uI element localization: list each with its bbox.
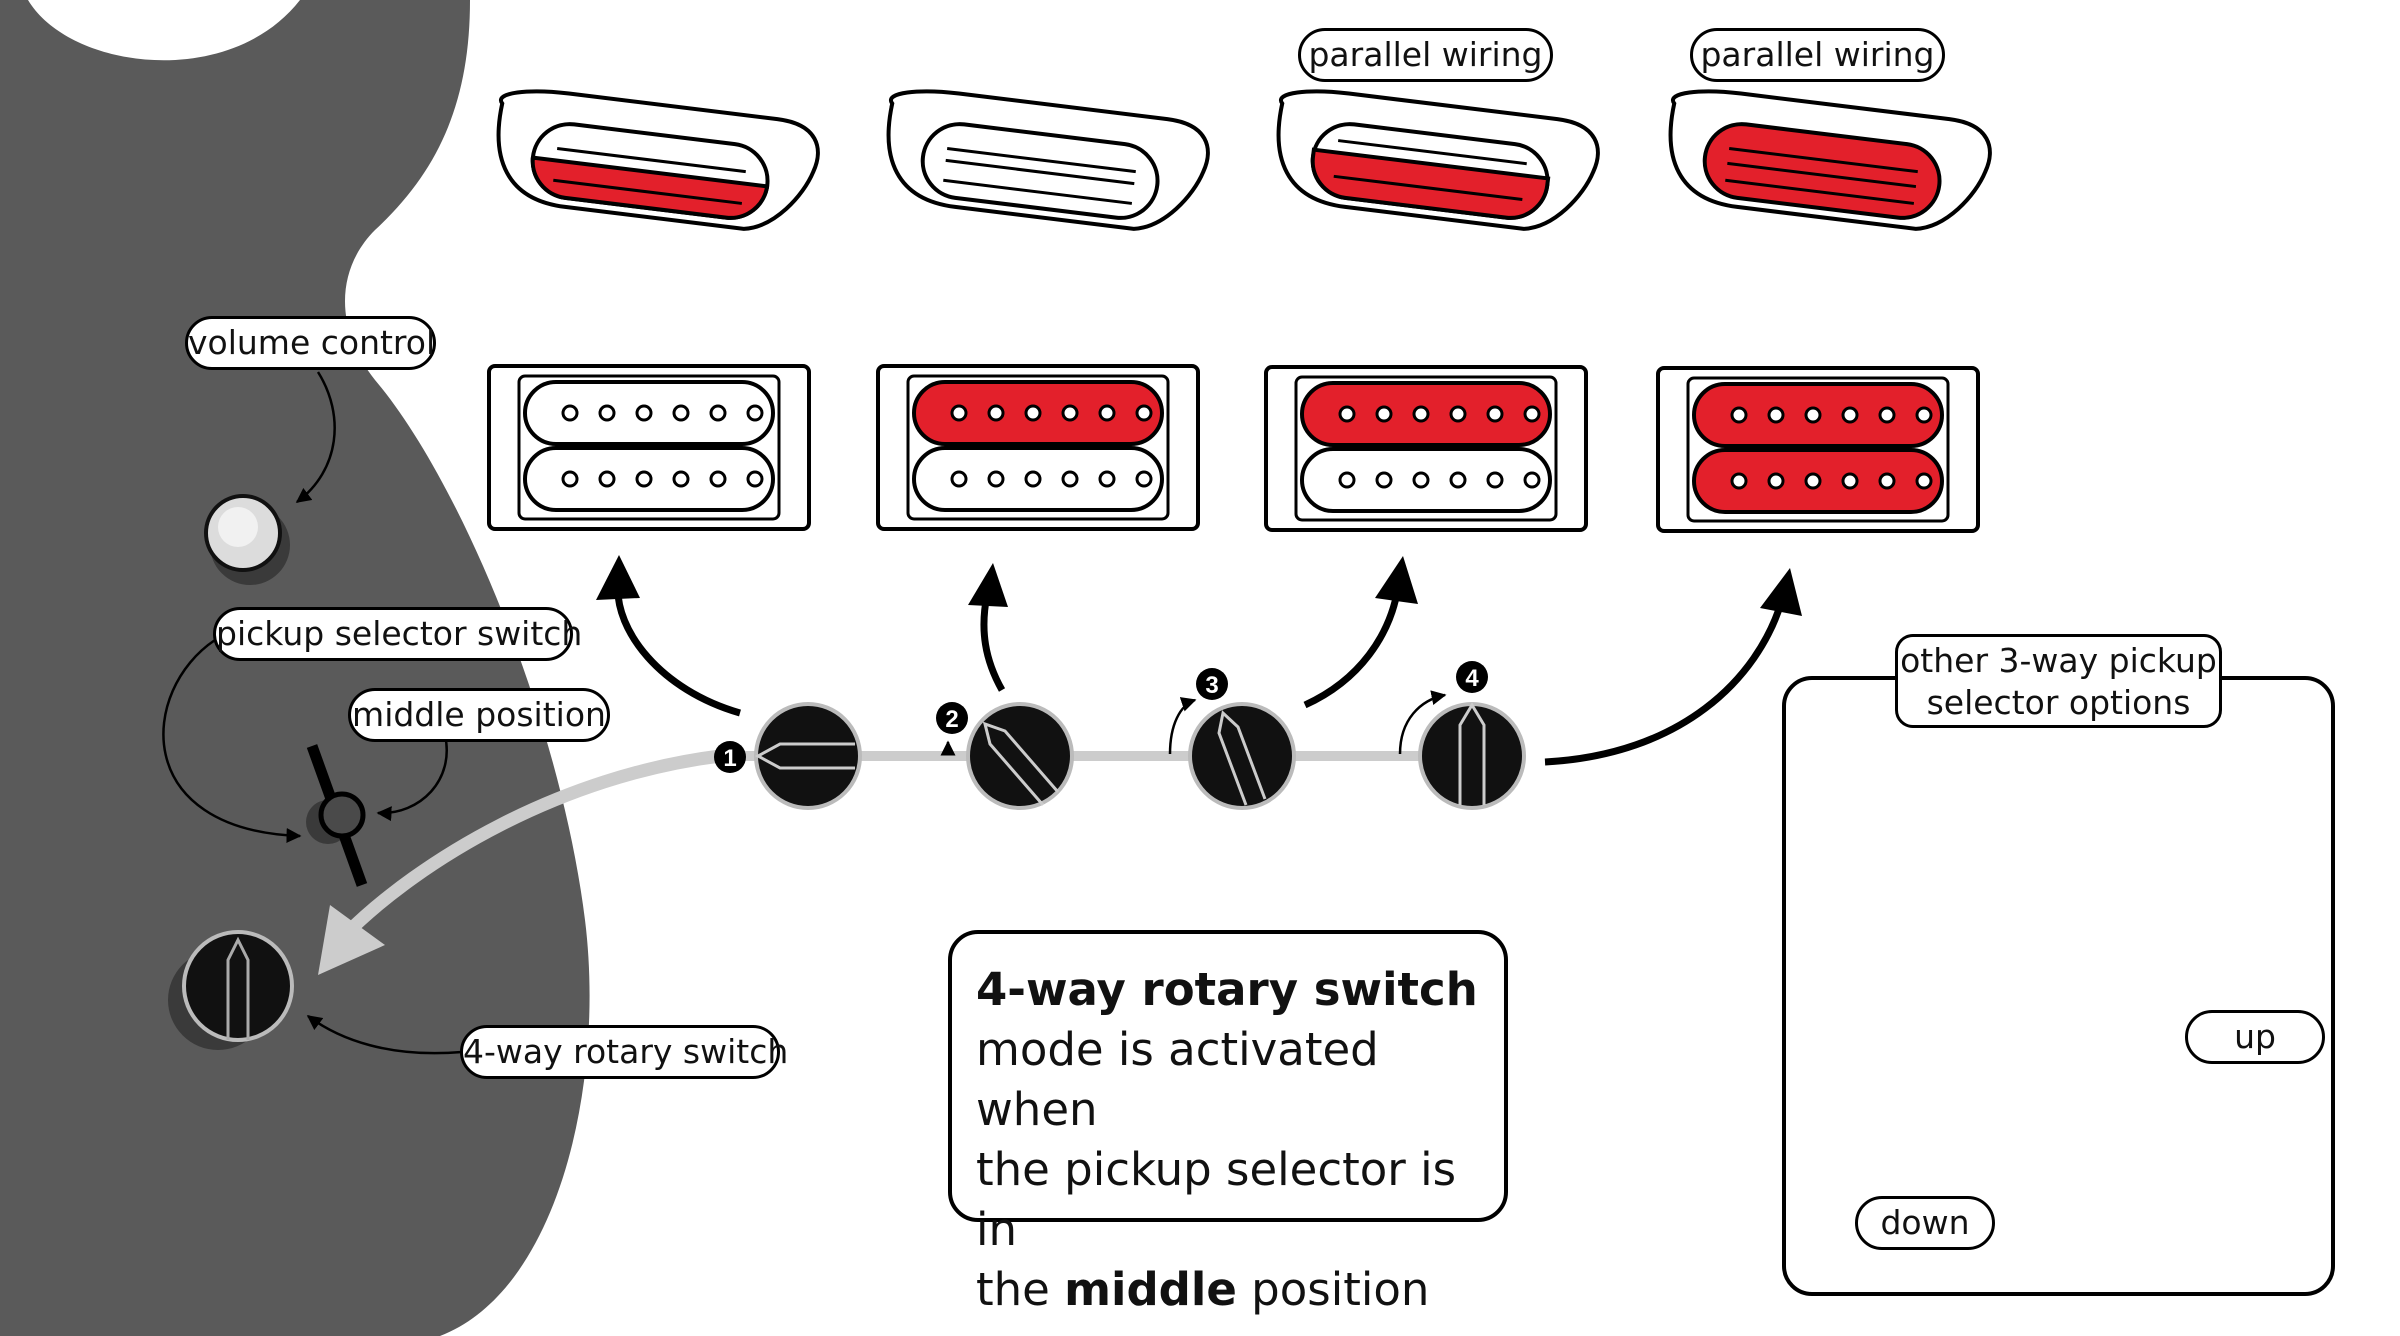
arrow-to-pickup-1 bbox=[614, 584, 741, 717]
mode-note: 4-way rotary switch mode is activated wh… bbox=[948, 930, 1508, 1316]
options-panel-title: other 3-way pickup selector options bbox=[1895, 634, 2222, 728]
arrow-to-pickup-2 bbox=[980, 594, 1006, 692]
rotary-leader bbox=[306, 1014, 463, 1055]
rotary-switch-label: 4-way rotary switch bbox=[460, 1025, 788, 1079]
svg-text:2: 2 bbox=[945, 706, 958, 733]
rotary-position-4[interactable] bbox=[1418, 702, 1526, 810]
down-label: down bbox=[1855, 1196, 1995, 1250]
arrowhead-2 bbox=[968, 563, 1008, 607]
mode-note-line-1: mode is activated when bbox=[976, 1023, 1379, 1136]
parallel-wiring-label-4: parallel wiring bbox=[1690, 28, 1945, 82]
arrowhead-3 bbox=[1375, 556, 1418, 604]
rotary-to-body-arrowhead bbox=[318, 905, 385, 975]
body-rotary-knob[interactable] bbox=[168, 930, 294, 1050]
selector-leader bbox=[162, 638, 302, 844]
rotary-position-3[interactable] bbox=[1188, 702, 1296, 810]
arrow-to-pickup-3 bbox=[1303, 587, 1402, 709]
single-coil-1 bbox=[496, 89, 820, 231]
middle-position-label: middle position bbox=[348, 688, 610, 742]
svg-text:4: 4 bbox=[1465, 665, 1479, 692]
up-label: up bbox=[2185, 1010, 2325, 1064]
humbucker-3 bbox=[1264, 365, 1588, 532]
mode-note-title: 4-way rotary switch bbox=[976, 963, 1478, 1016]
mode-note-line-3: the middle position bbox=[976, 1263, 1430, 1316]
middle-position-leader bbox=[376, 734, 448, 822]
arrowhead-4 bbox=[1760, 568, 1802, 616]
humbucker-2 bbox=[876, 364, 1200, 531]
humbucker-4 bbox=[1656, 366, 1980, 533]
rotation-arrow-3 bbox=[1168, 697, 1197, 755]
svg-text:1: 1 bbox=[723, 745, 736, 772]
pickup-selector-switch-label: pickup selector switch bbox=[213, 607, 582, 661]
arrowhead-1 bbox=[596, 555, 640, 600]
single-coil-4 bbox=[1668, 89, 1992, 231]
volume-control-label: volume control bbox=[185, 316, 436, 370]
guitar-body bbox=[0, 0, 590, 1336]
position-badge-1: 1 bbox=[714, 741, 746, 773]
rotary-position-2[interactable] bbox=[966, 702, 1074, 810]
position-badge-4: 4 bbox=[1456, 661, 1488, 693]
options-panel bbox=[1782, 676, 2335, 1296]
parallel-wiring-label-3: parallel wiring bbox=[1298, 28, 1553, 82]
position-badge-2: 2 bbox=[936, 702, 968, 734]
mode-note-line-2: the pickup selector is in bbox=[976, 1143, 1457, 1256]
humbucker-1 bbox=[487, 364, 811, 531]
volume-knob[interactable] bbox=[204, 494, 290, 585]
pickup-selector-switch[interactable] bbox=[306, 744, 368, 887]
volume-leader bbox=[295, 371, 336, 504]
single-coil-2 bbox=[886, 89, 1210, 231]
rotary-position-1[interactable] bbox=[754, 702, 862, 810]
single-coil-3 bbox=[1276, 89, 1600, 231]
rotary-to-body-arrow bbox=[340, 749, 721, 940]
svg-text:3: 3 bbox=[1205, 672, 1218, 699]
rotation-arrow-4 bbox=[1398, 690, 1447, 755]
arrow-to-pickup-4 bbox=[1544, 598, 1786, 766]
position-badge-3: 3 bbox=[1196, 668, 1228, 700]
